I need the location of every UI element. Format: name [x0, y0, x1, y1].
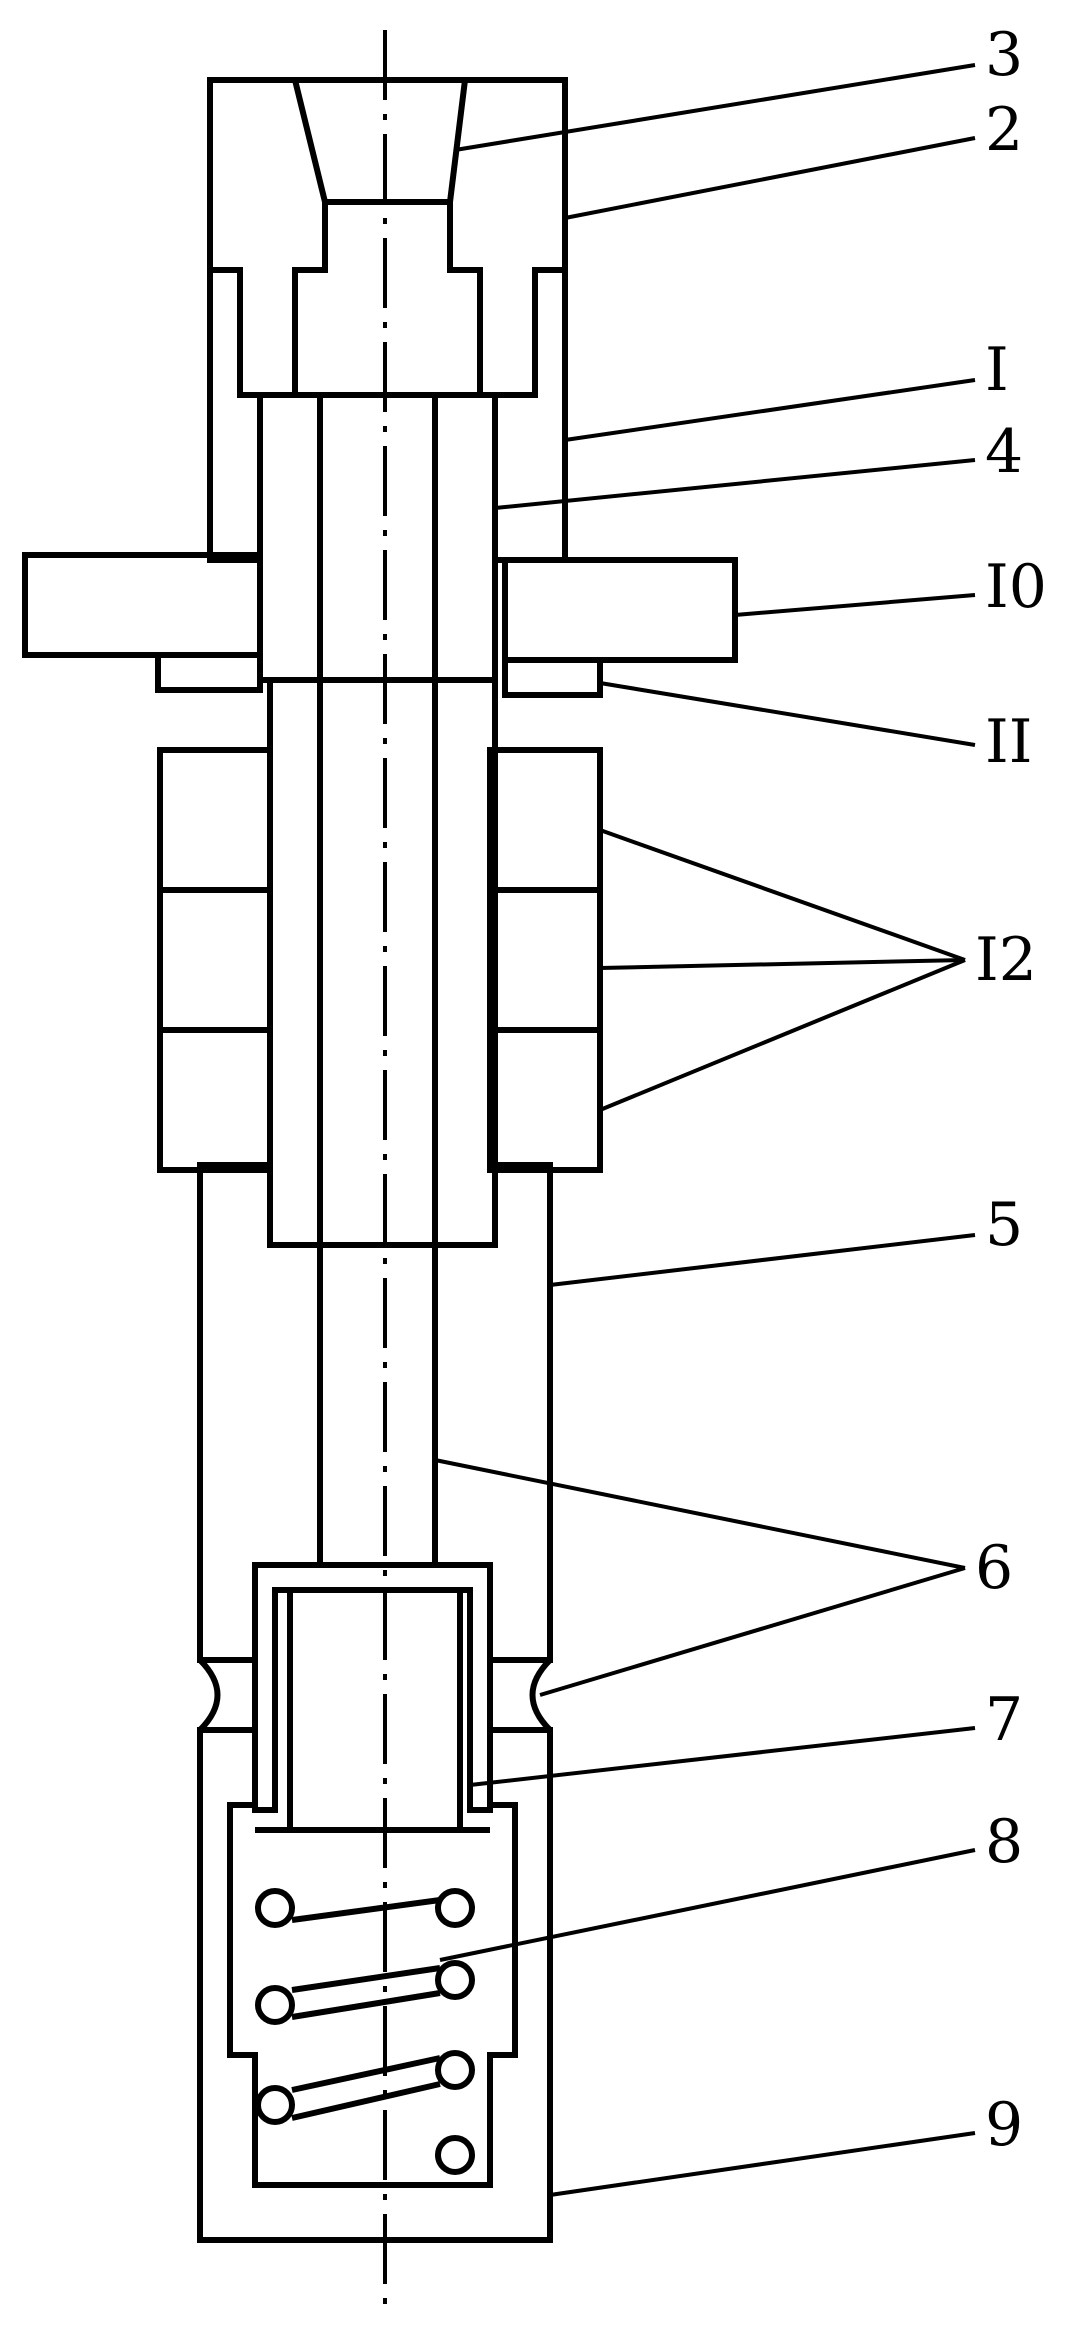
- label-4: 4: [985, 417, 1023, 487]
- plunger-part-7: [255, 1565, 490, 1830]
- cap-nut-part-2: [210, 80, 565, 395]
- leader-12b: [600, 960, 965, 968]
- label-11: II: [985, 707, 1032, 777]
- leader-6b: [540, 1568, 965, 1695]
- label-2: 2: [985, 95, 1023, 165]
- body-part-I: [210, 270, 565, 680]
- leader-12a: [600, 830, 965, 960]
- leader-6a: [435, 1460, 965, 1568]
- label-8: 8: [985, 1807, 1023, 1877]
- washer-part-11: [158, 655, 600, 695]
- conical-seat-part-3: [295, 80, 465, 202]
- leader-9: [550, 2133, 975, 2195]
- leader-2: [565, 138, 975, 218]
- leader-7: [470, 1728, 975, 1785]
- label-3: 3: [985, 20, 1023, 90]
- spring-part-8: [258, 1891, 472, 2172]
- label-12: I2: [975, 925, 1037, 995]
- label-6: 6: [975, 1533, 1013, 1603]
- label-5: 5: [985, 1190, 1023, 1260]
- stacked-nuts-part-12: [160, 750, 600, 1170]
- label-9: 9: [985, 2090, 1023, 2160]
- knurled-wheel-part-10: [25, 555, 735, 660]
- leader-8: [440, 1850, 975, 1960]
- callout-labels: 3 2 I 4 I0 II I2 5 6 7 8 9: [975, 20, 1047, 2160]
- leader-5: [550, 1235, 975, 1285]
- label-I: I: [985, 335, 1009, 405]
- leader-11: [600, 683, 975, 745]
- inner-tube-part-4: [260, 395, 495, 1245]
- label-10: I0: [985, 552, 1047, 622]
- leader-12c: [600, 960, 965, 1110]
- leader-10: [735, 595, 975, 615]
- leader-I: [565, 380, 975, 440]
- label-7: 7: [985, 1685, 1023, 1755]
